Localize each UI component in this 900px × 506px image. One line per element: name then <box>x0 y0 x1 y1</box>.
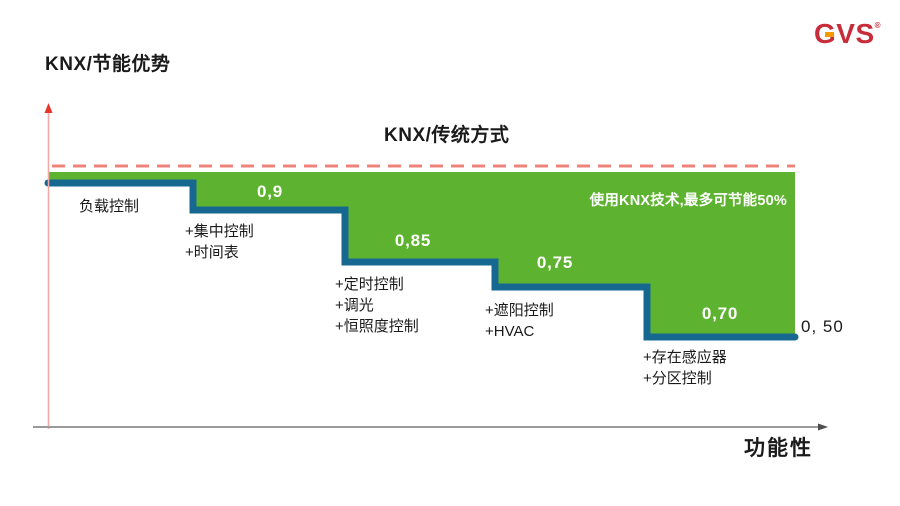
consumption-step-line <box>44 179 799 341</box>
annotation-line: +分区控制 <box>643 370 712 387</box>
y-axis-arrow-icon <box>44 103 53 113</box>
page-title: KNX/节能优势 <box>45 54 171 75</box>
savings-note: 使用KNX技术,最多可节能50% <box>589 193 787 209</box>
annotation-line: +调光 <box>335 297 374 314</box>
step-value-label-070: 0,70 <box>701 304 739 323</box>
annotation-line: +时间表 <box>185 244 239 261</box>
step-value-label-085: 0,85 <box>394 231 432 250</box>
savings-area <box>48 172 795 337</box>
annotation-line: +定时控制 <box>335 276 404 293</box>
step-annotation-central-control: +集中控制 +时间表 <box>185 221 254 263</box>
gvs-logo: GVS® <box>814 19 884 51</box>
annotation-line: 负载控制 <box>79 198 140 215</box>
chart-subtitle: KNX/传统方式 <box>384 125 510 146</box>
annotation-line: +遮阳控制 <box>485 302 554 319</box>
step-annotation-timing-dimming: +定时控制 +调光 +恒照度控制 <box>335 274 419 337</box>
logo-text: GVS <box>814 18 875 49</box>
step-annotation-presence-zone: +存在感应器 +分区控制 <box>643 347 727 389</box>
registered-mark: ® <box>874 21 881 30</box>
end-value-label: 0, 50 <box>801 317 844 336</box>
logo-accent-mark <box>825 32 834 37</box>
annotation-line: +集中控制 <box>185 223 254 240</box>
step-value-label-075: 0,75 <box>536 253 574 272</box>
annotation-line: +存在感应器 <box>643 349 727 366</box>
x-axis-arrow-icon <box>818 423 828 431</box>
step-annotation-load-control: 负载控制 <box>79 196 139 217</box>
step-value-label-09: 0,9 <box>256 182 284 201</box>
annotation-line: +恒照度控制 <box>335 318 419 335</box>
step-annotation-shading-hvac: +遮阳控制 +HVAC <box>485 300 554 342</box>
x-axis-label: 功能性 <box>744 437 813 460</box>
annotation-line: +HVAC <box>485 323 535 340</box>
